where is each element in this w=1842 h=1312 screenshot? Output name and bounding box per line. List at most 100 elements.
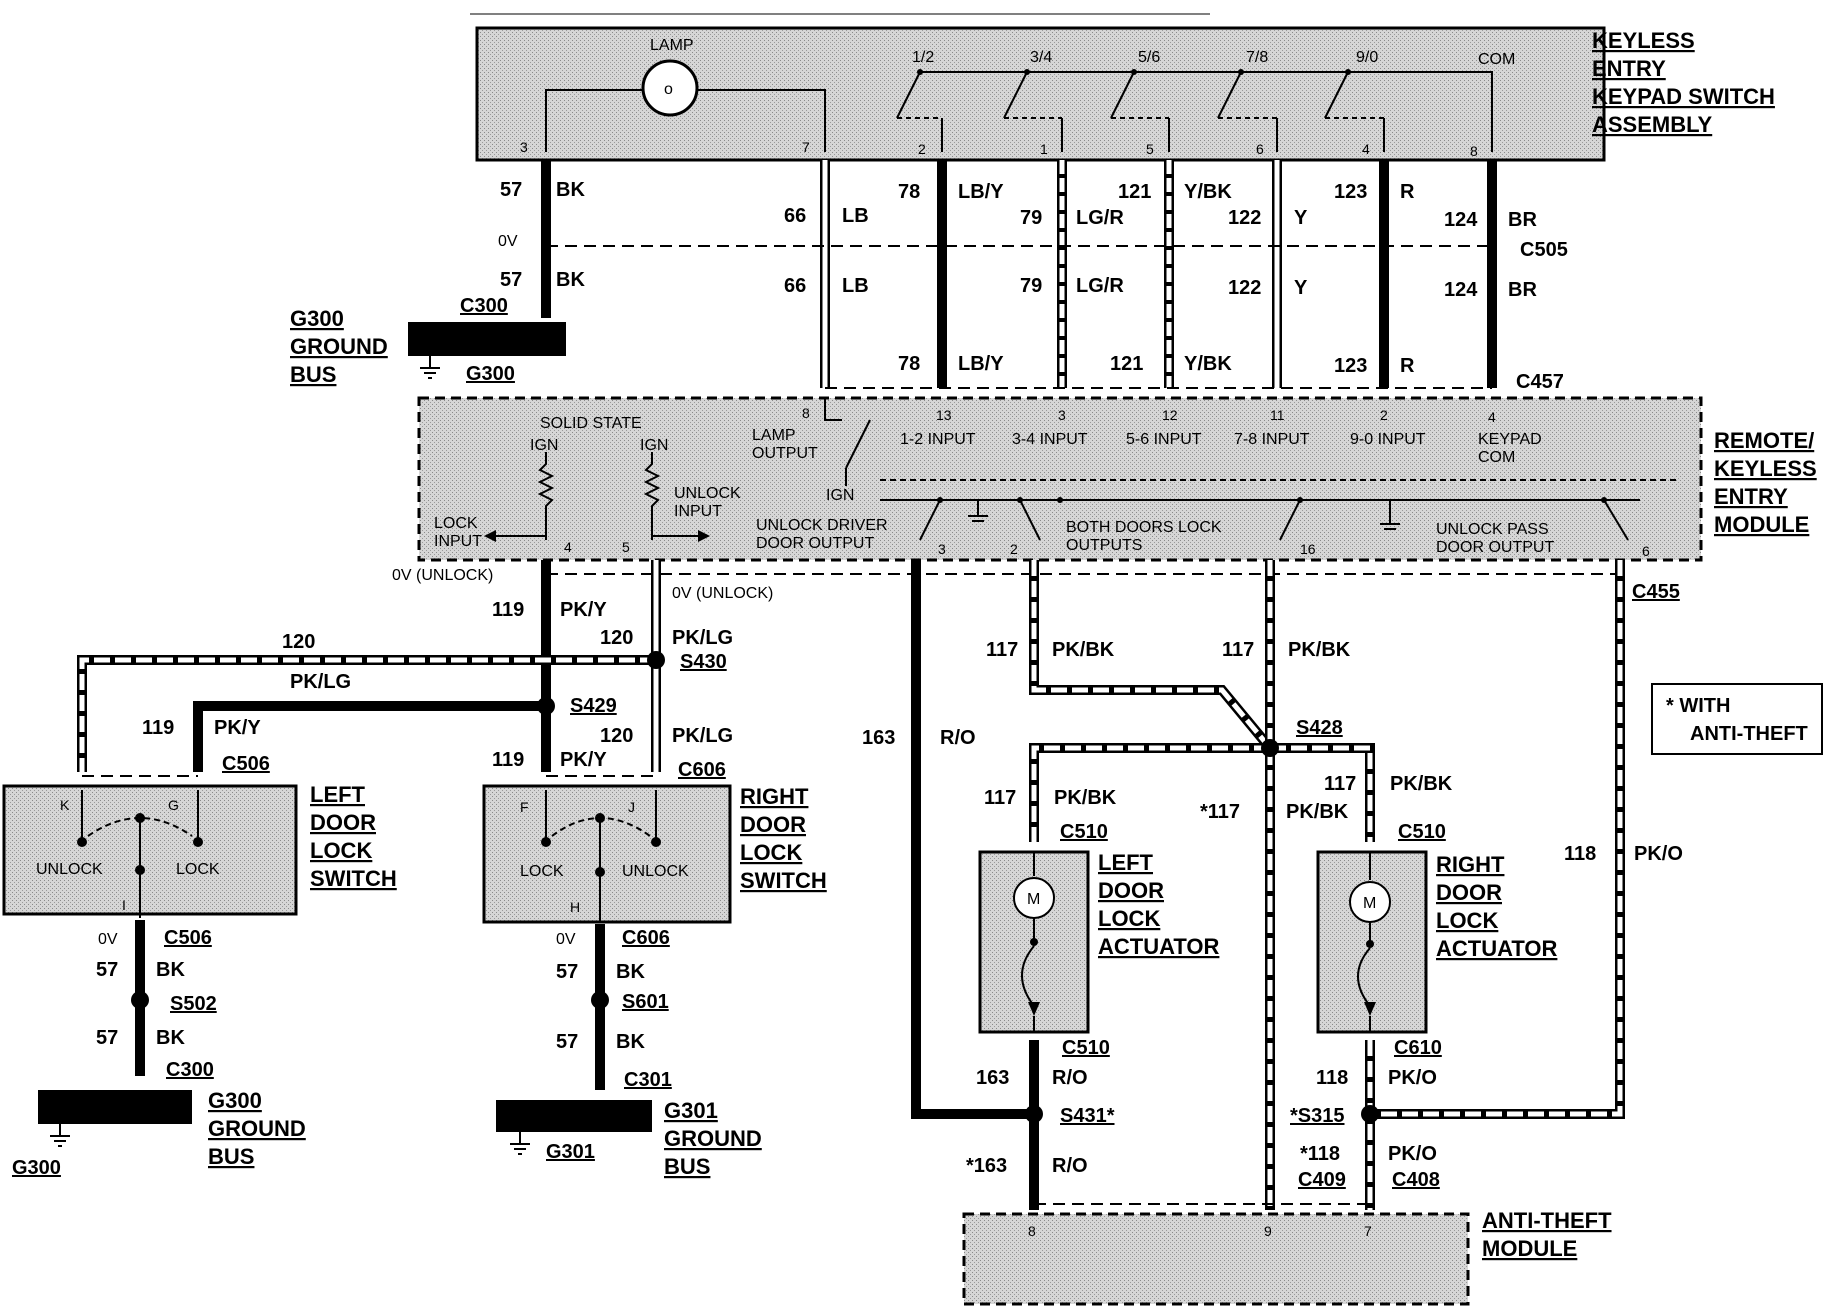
keypad-pin-3: 3	[520, 139, 528, 155]
s431-label: S431*	[1060, 1105, 1115, 1127]
keypad-pin-5: 5	[1146, 141, 1154, 157]
right-switch-pin-h: H	[570, 899, 580, 915]
right-switch-pin-j: J	[628, 799, 635, 815]
both-doors-2: OUTPUTS	[1066, 537, 1142, 554]
unlock-driver-2: DOOR OUTPUT	[756, 535, 874, 552]
w57-bot-color: BK	[556, 269, 585, 291]
left-switch-pin-g: G	[168, 797, 179, 813]
right-switch-title-4: SWITCH	[740, 868, 827, 893]
w120-left-circuit: 120	[282, 631, 315, 653]
left-actuator-title-2: DOOR	[1098, 878, 1164, 903]
v-unlock-right: 0V (UNLOCK)	[672, 585, 773, 602]
w119-left-color: PK/Y	[214, 717, 261, 739]
keypad-title-line-3: KEYPAD SWITCH	[1592, 84, 1775, 109]
lock-input-1: LOCK	[434, 515, 478, 532]
g300-top-title-3: BUS	[290, 362, 336, 387]
w120-right-color: PK/LG	[672, 725, 733, 747]
w57-left-b-color: BK	[156, 1027, 185, 1049]
s502-label: S502	[170, 993, 217, 1015]
w117s-color: PK/BK	[1286, 801, 1349, 823]
lamp-label: LAMP	[650, 37, 694, 54]
w120-left-color: PK/LG	[290, 671, 351, 693]
w124-bot-circuit: 124	[1444, 279, 1478, 301]
button-7-8-label: 7/8	[1246, 49, 1268, 66]
left-ground-circuit: 0V C506 57 BK S502 57 BK C300 G300 G300 …	[12, 920, 306, 1179]
w118-color: PK/O	[1634, 843, 1683, 865]
ign-3: IGN	[826, 487, 854, 504]
w117-d-circuit: 117	[1324, 773, 1356, 795]
unlock-input-1: UNLOCK	[674, 485, 741, 502]
g301-title-3: BUS	[664, 1154, 710, 1179]
ground-g300-top: C300 G300 GROUND BUS G300	[290, 295, 566, 387]
c606-bottom-label: C606	[622, 927, 670, 949]
w121-bot-color: Y/BK	[1184, 353, 1232, 375]
input-3-4: 3-4 INPUT	[1012, 431, 1088, 448]
rke-bottom-pin-6: 6	[1642, 543, 1650, 559]
c457-label: C457	[1516, 371, 1564, 393]
w124-bot-color: BR	[1508, 279, 1537, 301]
w163-color: R/O	[940, 727, 976, 749]
w118-b-circuit: 118	[1316, 1067, 1348, 1089]
w79-bot-color: LG/R	[1076, 275, 1124, 297]
keypad-harness: C505 C457 57 BK 0V 57 BK 66 LB 66 LB 78 …	[498, 160, 1568, 393]
rke-pin-12: 12	[1162, 407, 1178, 423]
keypad-buttons: 1/2 3/4 5/6 7/8 9/0 COM	[896, 49, 1515, 152]
w119-right-color: PK/Y	[560, 749, 607, 771]
keypad-pin-1: 1	[1040, 141, 1048, 157]
right-ground-circuit: 0V C606 57 BK S601 57 BK C301 G301 G301 …	[496, 924, 762, 1179]
w122-top-color: Y	[1294, 207, 1308, 229]
w66-top-circuit: 66	[784, 205, 806, 227]
w66-bot-circuit: 66	[784, 275, 806, 297]
left-actuator-title-1: LEFT	[1098, 850, 1154, 875]
input-1-2: 1-2 INPUT	[900, 431, 976, 448]
right-door-lock-actuator: M RIGHT DOOR LOCK ACTUATOR	[1316, 850, 1558, 1034]
rke-pin-11: 11	[1270, 407, 1285, 423]
w57-right-a-color: BK	[616, 961, 645, 983]
anti-theft-pin-7: 7	[1364, 1223, 1372, 1239]
lamp-symbol: o	[664, 81, 673, 98]
anti-theft-pin-9: 9	[1264, 1223, 1272, 1239]
left-actuator-title-3: LOCK	[1098, 906, 1160, 931]
w78-bot-color: LB/Y	[958, 353, 1004, 375]
g300-bottom-title-1: G300	[208, 1088, 262, 1113]
keypad-pin-8: 8	[1470, 143, 1478, 159]
w163-b-color: R/O	[1052, 1067, 1088, 1089]
rke-title-4: MODULE	[1714, 512, 1809, 537]
w124-top-color: BR	[1508, 209, 1537, 231]
left-switch-lock: LOCK	[176, 861, 220, 878]
w117-c-circuit: 117	[984, 787, 1016, 809]
rke-bottom-pin-16: 16	[1300, 541, 1316, 557]
w119-right-circuit: 119	[492, 749, 524, 771]
keypad-input: KEYPAD	[1478, 431, 1542, 448]
keypad-title-line-4: ASSEMBLY	[1592, 112, 1713, 137]
keypad-pin-2: 2	[918, 141, 926, 157]
g300-top-ground: G300	[466, 363, 515, 385]
ign-1: IGN	[530, 437, 558, 454]
w117-b-color: PK/BK	[1288, 639, 1351, 661]
w122-top-circuit: 122	[1228, 207, 1261, 229]
left-switch-pin-k: K	[60, 797, 70, 813]
g300-top-title-1: G300	[290, 306, 344, 331]
right-actuator-title-1: RIGHT	[1436, 852, 1505, 877]
left-switch-voltage: 0V	[98, 931, 118, 948]
anti-theft-module: 8 9 7 ANTI-THEFT MODULE	[962, 1208, 1612, 1306]
left-switch-title-4: SWITCH	[310, 866, 397, 891]
w120-top-circuit: 120	[600, 627, 633, 649]
w122-bot-color: Y	[1294, 277, 1308, 299]
w123-top-circuit: 123	[1334, 181, 1367, 203]
keypad-title-line-1: KEYLESS	[1592, 28, 1695, 53]
right-switch-title-2: DOOR	[740, 812, 806, 837]
keypad-pin-7: 7	[802, 139, 810, 155]
rke-bottom-pin-5: 5	[622, 539, 630, 555]
g300-bottom-title-3: BUS	[208, 1144, 254, 1169]
keypad-pin-4: 4	[1362, 141, 1370, 157]
rke-bottom-pin-3: 3	[938, 541, 946, 557]
rke-pin-13: 13	[936, 407, 952, 423]
solid-state-label: SOLID STATE	[540, 415, 642, 432]
c301-label: C301	[624, 1069, 672, 1091]
right-actuator-title-3: LOCK	[1436, 908, 1498, 933]
keypad-switch-assembly: LAMP o 1/2 3/4 5/6	[470, 13, 1606, 162]
w118-b-color: PK/O	[1388, 1067, 1437, 1089]
left-actuator-title-4: ACTUATOR	[1098, 934, 1220, 959]
